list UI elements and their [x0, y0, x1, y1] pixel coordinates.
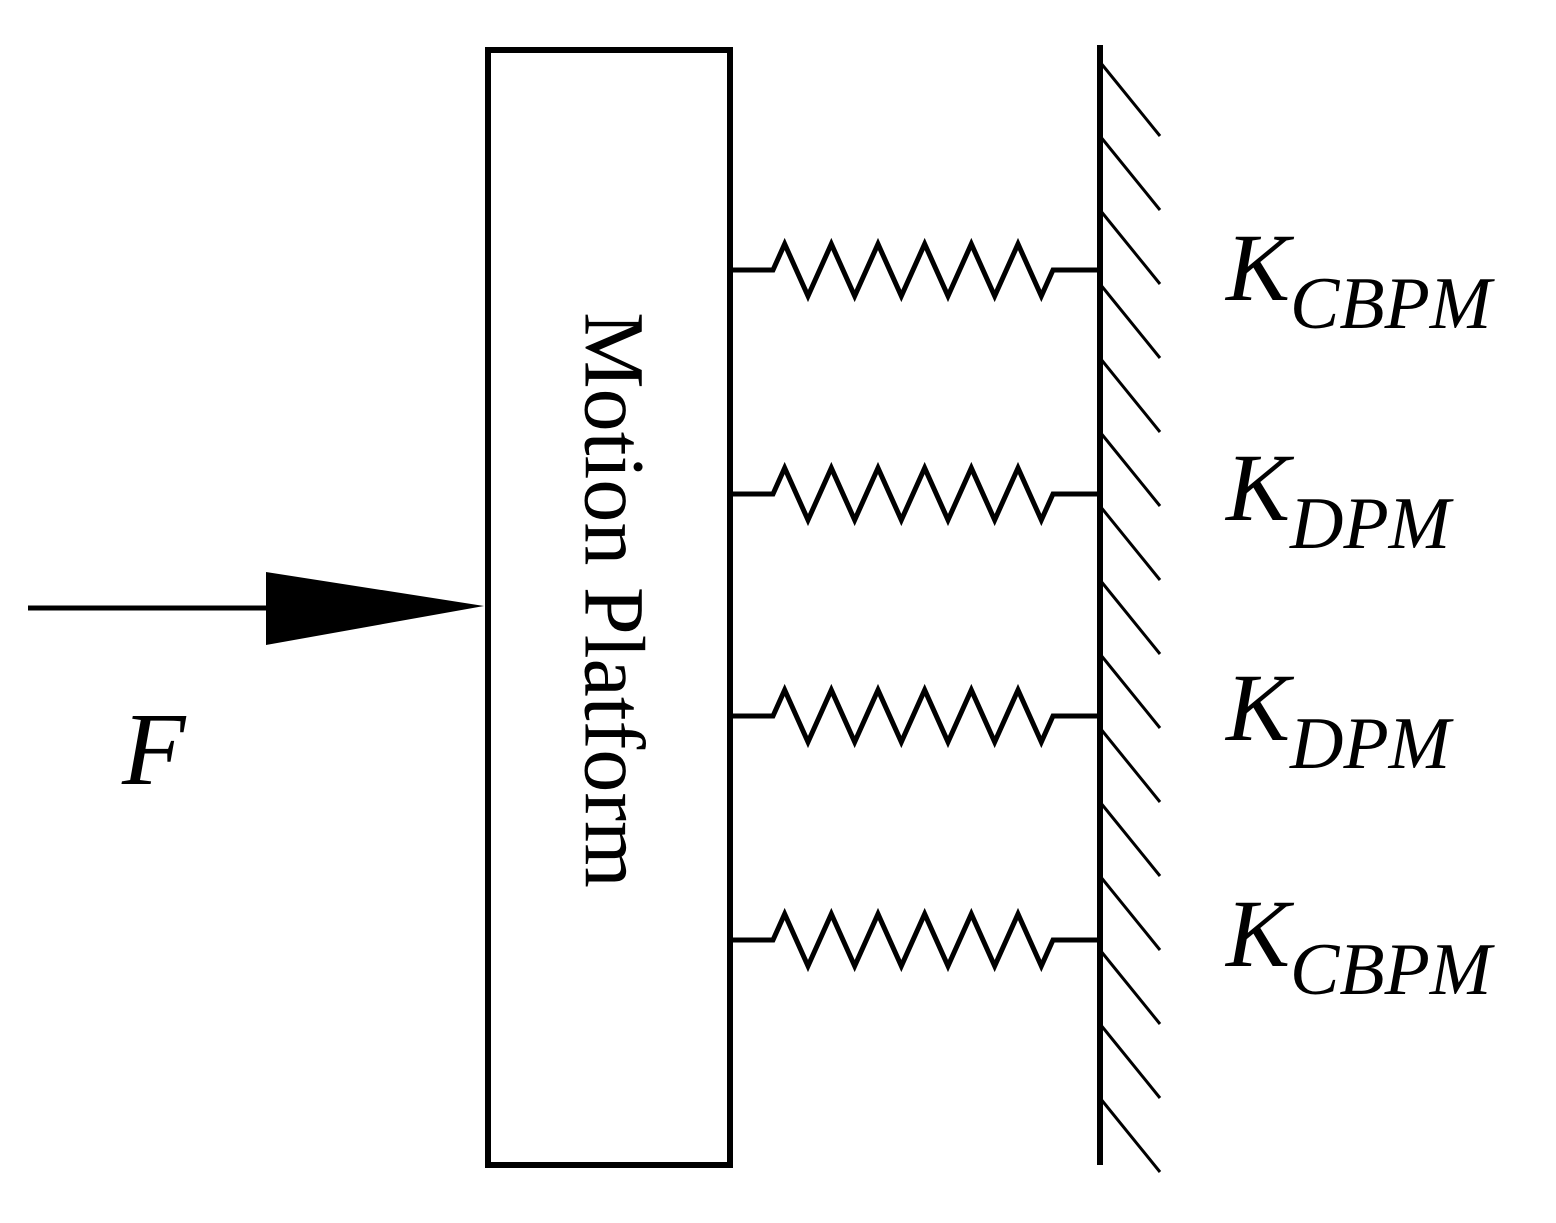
wall-hatch-line-13	[1098, 949, 1162, 1025]
spring-label-4-subscript: CBPM	[1290, 929, 1496, 1011]
spring-2	[730, 461, 1100, 527]
svg-text:KDPM: KDPM	[1224, 654, 1455, 785]
wall-hatch-line-6	[1098, 431, 1162, 507]
spring-3	[730, 683, 1100, 749]
wall-hatching	[1098, 61, 1162, 1173]
motion-platform-label: Motion Platform	[566, 312, 662, 888]
spring-label-4-symbol: K	[1224, 880, 1295, 987]
wall-hatch-line-4	[1098, 283, 1162, 359]
spring-label-3-subscript: DPM	[1289, 703, 1455, 785]
force-label: F	[121, 692, 187, 807]
wall-hatch-line-15	[1098, 1097, 1162, 1173]
wall-hatch-line-10	[1098, 727, 1162, 803]
svg-text:KCBPM: KCBPM	[1224, 214, 1496, 345]
wall-hatch-line-5	[1098, 357, 1162, 433]
wall-hatch-line-7	[1098, 505, 1162, 581]
wall-hatch-line-11	[1098, 801, 1162, 877]
spring-label-3: KDPM	[1224, 654, 1455, 785]
wall-hatch-line-8	[1098, 579, 1162, 655]
spring-label-2-symbol: K	[1224, 434, 1295, 541]
spring-1	[730, 237, 1100, 303]
wall-hatch-line-12	[1098, 875, 1162, 951]
spring-label-2: KDPM	[1224, 434, 1455, 565]
spring-label-3-symbol: K	[1224, 654, 1295, 761]
spring-4	[730, 907, 1100, 973]
force-arrow-head	[266, 572, 484, 645]
spring-label-1-symbol: K	[1224, 214, 1295, 321]
wall-hatch-line-1	[1098, 61, 1162, 137]
wall-hatch-line-9	[1098, 653, 1162, 729]
wall-hatch-line-3	[1098, 209, 1162, 285]
wall-hatch-line-14	[1098, 1023, 1162, 1099]
motion-platform-block	[485, 47, 733, 1168]
svg-text:KCBPM: KCBPM	[1224, 880, 1496, 1011]
spring-label-2-subscript: DPM	[1289, 483, 1455, 565]
spring-label-1: KCBPM	[1224, 214, 1496, 345]
svg-text:KDPM: KDPM	[1224, 434, 1455, 565]
spring-label-1-subscript: CBPM	[1290, 263, 1496, 345]
spring-label-4: KCBPM	[1224, 880, 1496, 1011]
wall-hatch-line-2	[1098, 135, 1162, 211]
springs-group	[730, 237, 1100, 973]
force-arrow	[28, 572, 484, 645]
